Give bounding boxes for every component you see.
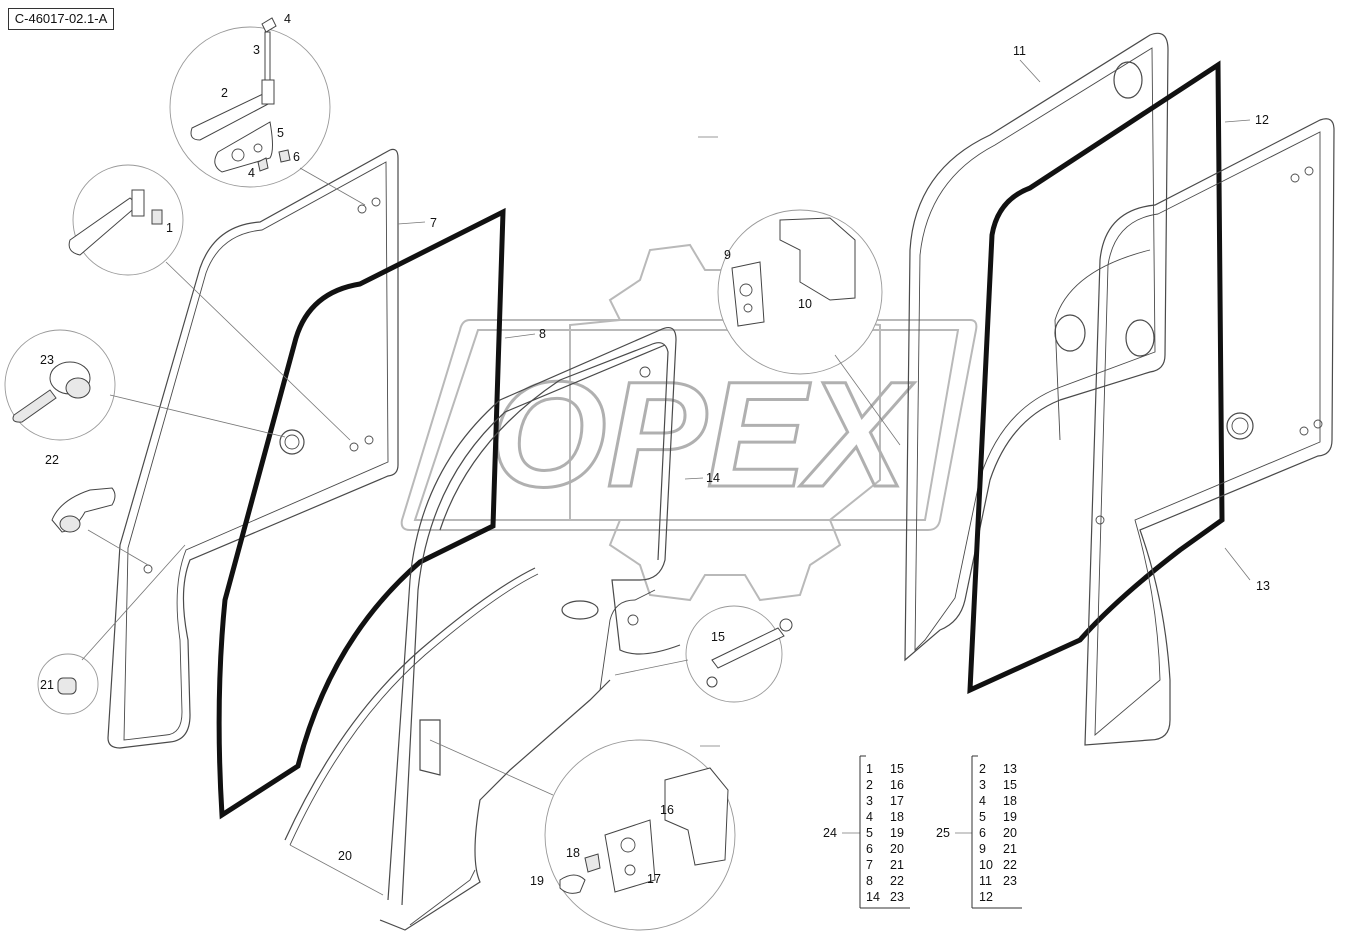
kit-24-cell-a: 3 xyxy=(866,794,873,808)
callout-15: 15 xyxy=(711,630,725,644)
kit-25-cell-b: 21 xyxy=(1003,842,1017,856)
kit-25-cell-a: 4 xyxy=(979,794,986,808)
kit-25-cell-a: 5 xyxy=(979,810,986,824)
kit-24-cell-b: 20 xyxy=(890,842,904,856)
kit-table-25: 2 13 3 15 4 18 5 19 6 20 9 21 10 22 11 23 12 xyxy=(955,755,1022,909)
callout-21: 21 xyxy=(40,678,54,692)
callout-16: 16 xyxy=(660,803,674,817)
callout-8: 8 xyxy=(539,327,546,341)
kit-24-cell-b: 16 xyxy=(890,778,904,792)
kit-24-cell-b: 22 xyxy=(890,874,904,888)
drawing-code: C-46017-02.1-A xyxy=(8,8,114,30)
glass-panel-right-13 xyxy=(1054,118,1335,746)
door-panel-right-11 xyxy=(904,32,1169,662)
callout-23: 23 xyxy=(40,353,54,367)
callout-10: 10 xyxy=(798,297,812,311)
kit-25-cell-a: 6 xyxy=(979,826,986,840)
watermark-text: OPEX xyxy=(490,350,915,518)
kit-24-cell-b: 15 xyxy=(890,762,904,776)
callout-14: 14 xyxy=(706,471,720,485)
seal-left xyxy=(216,207,506,820)
callout-9: 9 xyxy=(724,248,731,262)
callout-25: 25 xyxy=(936,826,950,840)
callout-19: 19 xyxy=(530,874,544,888)
kit-25-cell-b: 13 xyxy=(1003,762,1017,776)
callout-4-top: 4 xyxy=(284,12,291,26)
kit-24-cell-a: 5 xyxy=(866,826,873,840)
kit-25-cell-a: 3 xyxy=(979,778,986,792)
glass-panel-left xyxy=(107,148,399,749)
detail-cap-21 xyxy=(37,653,99,715)
kit-25-cell-a: 2 xyxy=(979,762,986,776)
kit-24-cell-a: 8 xyxy=(866,874,873,888)
callout-labels: 4 3 2 5 4 6 1 7 8 9 10 11 12 13 14 15 16… xyxy=(40,12,1270,888)
callout-5: 5 xyxy=(277,126,284,140)
detail-latch-top xyxy=(717,209,883,375)
callout-17: 17 xyxy=(647,872,661,886)
kit-25-cell-b: 20 xyxy=(1003,826,1017,840)
detail-hinge-top xyxy=(169,17,331,188)
callout-18: 18 xyxy=(566,846,580,860)
part-handle-22 xyxy=(51,487,116,533)
kit-25-cell-a: 10 xyxy=(979,858,993,872)
callout-3: 3 xyxy=(253,43,260,57)
kit-table-24: 1 15 2 16 3 17 4 18 5 19 6 20 7 21 8 22 14 23 xyxy=(842,755,910,909)
callout-22: 22 xyxy=(45,453,59,467)
kit-24-cell-b: 23 xyxy=(890,890,904,904)
kit-25-cell-a: 9 xyxy=(979,842,986,856)
kit-25-cell-a: 12 xyxy=(979,890,993,904)
kit-25-cell-b: 18 xyxy=(1003,794,1017,808)
kit-24-cell-a: 1 xyxy=(866,762,873,776)
detail-handle-23 xyxy=(4,329,116,441)
callout-20: 20 xyxy=(338,849,352,863)
kit-25-cell-b: 23 xyxy=(1003,874,1017,888)
kit-24-cell-a: 7 xyxy=(866,858,873,872)
kit-24-cell-b: 17 xyxy=(890,794,904,808)
kit-25-cell-b: 15 xyxy=(1003,778,1017,792)
detail-strut-15 xyxy=(685,605,793,703)
callout-4-bottom: 4 xyxy=(248,166,255,180)
kit-24-cell-a: 4 xyxy=(866,810,873,824)
seal-strip-20 xyxy=(284,567,536,841)
kit-24-cell-b: 21 xyxy=(890,858,904,872)
detail-latch-bottom xyxy=(544,739,736,931)
callout-24: 24 xyxy=(823,826,837,840)
kit-25-cell-b: 22 xyxy=(1003,858,1017,872)
callout-7: 7 xyxy=(430,216,437,230)
kit-24-cell-b: 18 xyxy=(890,810,904,824)
callout-2: 2 xyxy=(221,86,228,100)
callout-11: 11 xyxy=(1013,44,1026,58)
kit-25-cell-b: 19 xyxy=(1003,810,1017,824)
callout-6: 6 xyxy=(293,150,300,164)
callout-1: 1 xyxy=(166,221,173,235)
callout-12: 12 xyxy=(1255,113,1269,127)
kit-24-cell-a: 2 xyxy=(866,778,873,792)
seal-right-12 xyxy=(967,60,1225,694)
detail-hinge-left xyxy=(68,164,184,276)
door-frame-center xyxy=(379,327,681,931)
kit-24-cell-a: 14 xyxy=(866,890,880,904)
kit-24-cell-b: 19 xyxy=(890,826,904,840)
kit-25-cell-a: 11 xyxy=(979,874,992,888)
leader-lines xyxy=(81,59,1251,896)
kit-24-cell-a: 6 xyxy=(866,842,873,856)
callout-13: 13 xyxy=(1256,579,1270,593)
